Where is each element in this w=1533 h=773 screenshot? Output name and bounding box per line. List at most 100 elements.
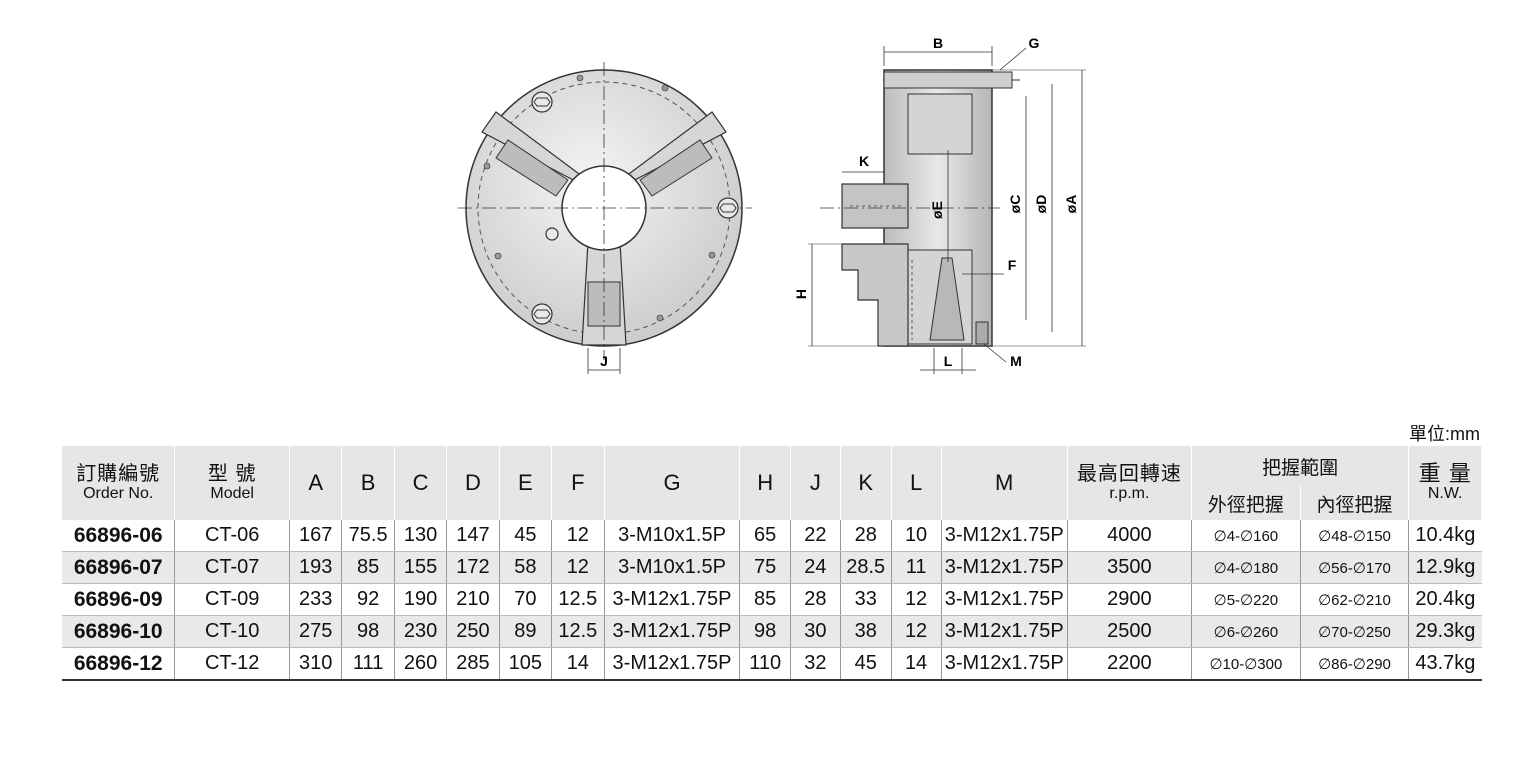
cell-a: 233 [289,583,343,616]
header-rpm: 最高回轉速 r.p.m. [1067,446,1193,520]
cell-inner: ∅70-∅250 [1300,615,1410,648]
cell-outer: ∅6-∅260 [1191,615,1301,648]
cell-j: 28 [790,583,841,616]
cell-l: 12 [891,583,942,616]
cell-rpm: 4000 [1067,520,1193,552]
cell-order: 66896-07 [62,551,176,584]
chuck-side-view: B G K øE øC øD øA F H L M [793,35,1086,374]
cell-f: 12 [551,520,605,552]
header-col-g: G [604,446,741,520]
header-grip-range: 把握範圍 [1191,446,1410,486]
cell-a: 167 [289,520,343,552]
header-col-l: L [891,446,942,520]
cell-rpm: 2900 [1067,583,1193,616]
cell-k: 28.5 [840,551,892,584]
cell-g: 3-M12x1.75P [604,583,741,616]
cell-l: 12 [891,615,942,648]
table-subheader-row: 外徑把握 內徑把握 [62,486,1482,520]
cell-order: 66896-10 [62,615,176,648]
header-col-k: K [840,446,892,520]
cell-weight: 29.3kg [1408,615,1482,648]
dim-label-f: F [1008,257,1017,273]
spec-table: 訂購編號 Order No. 型 號 Model A B C D E F G H… [62,446,1482,681]
dim-label-g: G [1029,35,1040,51]
cell-c: 260 [394,647,448,681]
cell-e: 70 [499,583,553,616]
dim-label-j: J [600,353,608,369]
cell-a: 193 [289,551,343,584]
cell-b: 92 [341,583,395,616]
cell-m: 3-M12x1.75P [941,647,1068,681]
cell-h: 110 [739,647,791,681]
cell-model: CT-10 [174,615,290,648]
cell-outer: ∅4-∅180 [1191,551,1301,584]
cell-order: 66896-12 [62,647,176,681]
cell-k: 28 [840,520,892,552]
cell-a: 275 [289,615,343,648]
cell-model: CT-09 [174,583,290,616]
header-col-f: F [551,446,605,520]
cell-f: 12 [551,551,605,584]
cell-order: 66896-06 [62,520,176,552]
header-order-en: Order No. [83,485,154,502]
cell-b: 98 [341,615,395,648]
cell-f: 14 [551,647,605,681]
table-header-row: 訂購編號 Order No. 型 號 Model A B C D E F G H… [62,446,1482,520]
header-weight-cn: 重 量 [1418,461,1472,486]
header-col-m: M [941,446,1068,520]
chuck-front-view: J [458,62,752,374]
header-col-d: D [446,446,500,520]
header-col-e: E [499,446,553,520]
cell-weight: 43.7kg [1408,647,1482,681]
dim-label-k: K [859,153,869,169]
cell-model: CT-12 [174,647,290,681]
dim-label-m: M [1010,353,1022,369]
cell-d: 147 [446,520,500,552]
cell-j: 24 [790,551,841,584]
dim-label-d: øD [1033,195,1049,214]
cell-j: 32 [790,647,841,681]
cell-e: 89 [499,615,553,648]
cell-h: 98 [739,615,791,648]
header-rpm-en: r.p.m. [1109,485,1150,502]
technical-drawing: J B G K øE [458,35,1086,374]
cell-d: 285 [446,647,500,681]
cell-h: 65 [739,520,791,552]
cell-b: 75.5 [341,520,395,552]
cell-e: 58 [499,551,553,584]
header-order: 訂購編號 Order No. [62,446,176,520]
cell-g: 3-M10x1.5P [604,551,741,584]
cell-weight: 12.9kg [1408,551,1482,584]
cell-model: CT-06 [174,520,290,552]
cell-f: 12.5 [551,615,605,648]
cell-m: 3-M12x1.75P [941,583,1068,616]
cell-b: 85 [341,551,395,584]
cell-k: 33 [840,583,892,616]
cell-rpm: 3500 [1067,551,1193,584]
dim-label-c: øC [1007,195,1023,214]
cell-a: 310 [289,647,343,681]
cell-l: 11 [891,551,942,584]
cell-c: 155 [394,551,448,584]
cell-j: 22 [790,520,841,552]
cell-inner: ∅86-∅290 [1300,647,1410,681]
cell-e: 45 [499,520,553,552]
cell-inner: ∅48-∅150 [1300,520,1410,552]
cell-m: 3-M12x1.75P [941,615,1068,648]
header-grip-inner: 內徑把握 [1300,486,1410,520]
unit-label: 單位:mm [1409,424,1480,444]
cell-h: 75 [739,551,791,584]
cell-model: CT-07 [174,551,290,584]
header-weight-en: N.W. [1427,485,1463,502]
cell-k: 38 [840,615,892,648]
header-rpm-cn: 最高回轉速 [1076,463,1182,485]
cell-d: 210 [446,583,500,616]
dim-label-h: H [793,289,809,299]
cell-e: 105 [499,647,553,681]
cell-c: 190 [394,583,448,616]
header-grip-outer: 外徑把握 [1191,486,1301,520]
